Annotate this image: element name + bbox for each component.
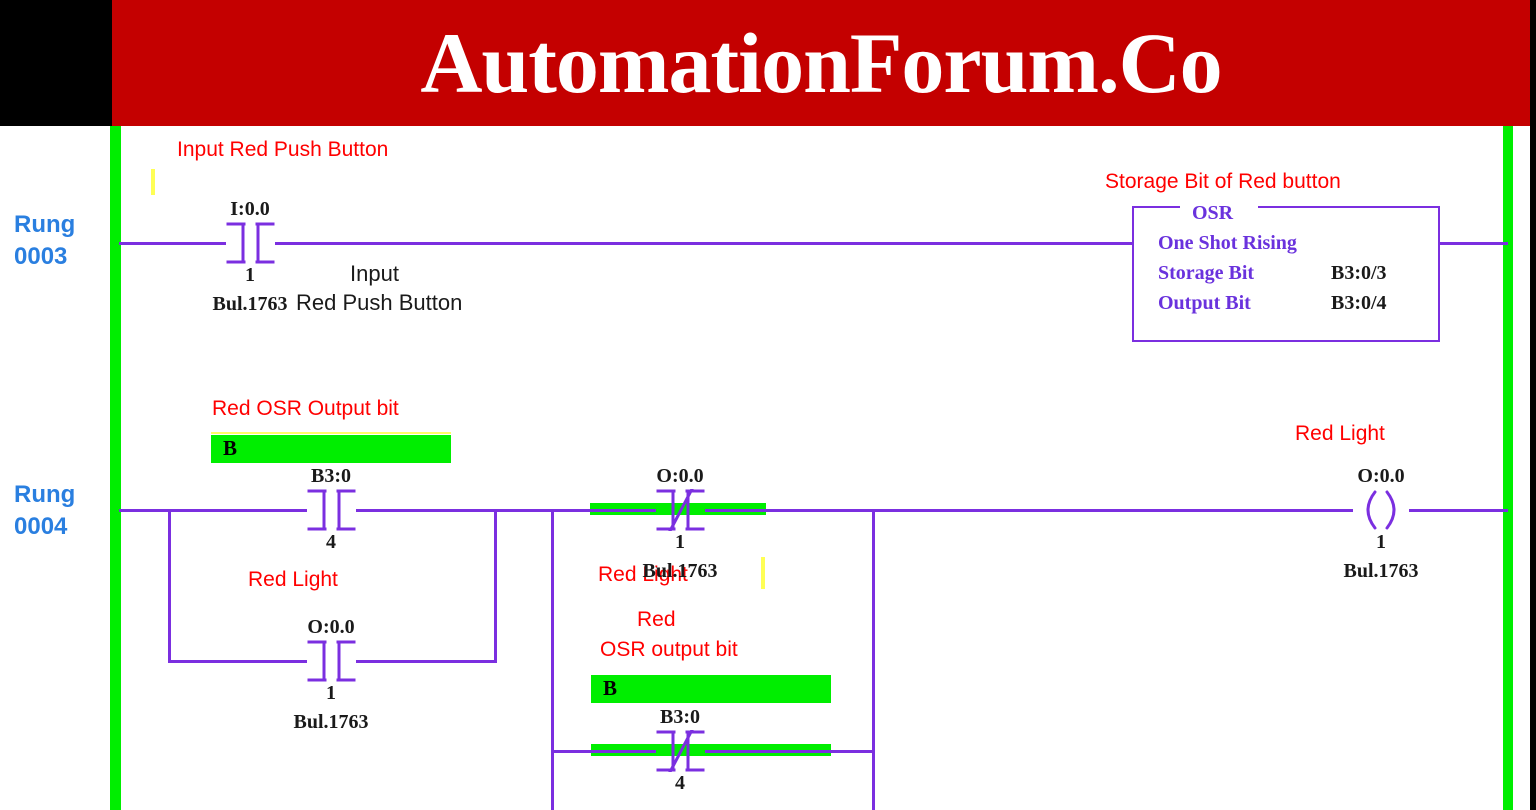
rung-0004-upper-left-wire-a — [168, 509, 307, 512]
ladder-diagram-canvas: Rung 0003 Input Red Push Button Storage … — [0, 126, 1530, 810]
rung-0004-branch-left-vertical-close — [494, 509, 497, 663]
right-power-rail — [1503, 126, 1513, 810]
rung-0004-mid-wire-a — [551, 509, 656, 512]
contact-nc-b3-0-address: B3:0 — [660, 706, 700, 728]
osr-field-output-bit-label: Output Bit — [1158, 292, 1251, 314]
rung-0003-label-line1: Rung — [14, 211, 76, 238]
coil-o0-0-address: O:0.0 — [1357, 465, 1405, 487]
rung-0003-wire-left — [119, 242, 226, 245]
site-banner-title: AutomationForum.Co — [420, 15, 1222, 111]
data-bar-tick-1 — [211, 432, 451, 434]
rung-0003-wire-right — [1436, 242, 1508, 245]
rung-0004-label-line2: 0004 — [14, 513, 68, 540]
contact-nc-o0-0-address: O:0.0 — [656, 465, 704, 487]
osr-field-storage-bit-value: B3:0/3 — [1331, 262, 1387, 284]
contact-no-o0-0-bit: 1 — [326, 682, 336, 704]
coil-o0-0-module: Bul.1763 — [1343, 560, 1419, 582]
rung-0004-lower-left-wire-a — [168, 660, 307, 663]
site-banner: AutomationForum.Co — [112, 0, 1530, 126]
right-black-edge — [1530, 126, 1536, 810]
cursor-tick-icon — [151, 169, 155, 195]
contact-no-i0-0-desc-line1: Input — [350, 261, 399, 286]
coil-o0-0-bit1[interactable] — [1353, 489, 1409, 531]
contact-nc-b3-0-bit: 4 — [675, 772, 685, 794]
coil-o0-0-bit: 1 — [1376, 531, 1386, 553]
contact-nc-o0-0-bit1[interactable] — [656, 486, 705, 534]
rung-0004-upper-left-wire-b — [356, 509, 497, 512]
contact-no-i0-0-bit: 1 — [245, 264, 255, 286]
cursor-tick-icon-2 — [761, 557, 765, 589]
rung-0003-label-line2: 0003 — [14, 243, 68, 270]
rung-0004-lower-mid-wire-a — [551, 750, 656, 753]
contact-no-o0-0-address: O:0.0 — [307, 616, 355, 638]
contact-nc-b3-0-bit4[interactable] — [656, 727, 705, 775]
contact-no-b3-0-address: B3:0 — [311, 465, 351, 487]
rung-0004-comment-osr-output-bit: OSR output bit — [600, 638, 738, 661]
rung-0004-wire-to-coil — [872, 509, 1353, 512]
contact-no-o0-0-module: Bul.1763 — [293, 711, 369, 733]
contact-no-b3-0-bit4[interactable] — [307, 489, 356, 531]
contact-no-i0-0-desc-line2: Red Push Button — [296, 290, 463, 315]
osr-field-output-bit-value: B3:0/4 — [1331, 292, 1387, 314]
contact-no-o0-0-bit1[interactable] — [307, 640, 356, 682]
rung-0004-comment-red-light-output: Red Light — [1295, 422, 1385, 445]
rung-0004-mid-wire-b — [705, 509, 875, 512]
osr-field-storage-bit-label: Storage Bit — [1158, 262, 1255, 284]
data-bar-b-1: B — [211, 435, 451, 463]
rung-0003-wire-middle — [275, 242, 1132, 245]
osr-title-gap — [1180, 200, 1258, 214]
rung-0004-branch-mid-vertical-open — [551, 509, 554, 810]
contact-no-b3-0-bit: 4 — [326, 531, 336, 553]
rung-0004-comment-red: Red — [637, 608, 676, 631]
rung-0004-wire-between-branches — [494, 509, 554, 512]
contact-nc-o0-0-module: Bul.1763 — [642, 560, 718, 582]
rung-0004-comment-red-light-mid: Red Light — [598, 563, 688, 586]
power-flow-band-mid — [590, 503, 766, 515]
rung-0004-label-line1: Rung — [14, 481, 76, 508]
rung-0003-comment-input-red-push-button: Input Red Push Button — [177, 138, 389, 161]
contact-no-i0-0-module: Bul.1763 — [212, 293, 288, 315]
osr-title: OSR — [1192, 202, 1234, 224]
rung-0004-branch-left-vertical-open — [168, 509, 171, 663]
rung-0003-comment-storage-bit: Storage Bit of Red button — [1105, 170, 1341, 193]
contact-no-i0-0-address: I:0.0 — [230, 198, 270, 220]
osr-subtitle: One Shot Rising — [1158, 232, 1297, 254]
rung-0004-wire-coil-to-rail — [1409, 509, 1508, 512]
left-power-rail — [110, 126, 121, 810]
rung-0004-comment-red-osr-output-bit: Red OSR Output bit — [212, 397, 399, 420]
rung-0004-branch-mid-vertical-close — [872, 509, 875, 810]
data-bar-b-2: B — [591, 675, 831, 703]
contact-no-i0-0[interactable] — [226, 222, 275, 264]
rung-0004-lower-mid-wire-b — [705, 750, 875, 753]
rung-0004-comment-red-light-left: Red Light — [248, 568, 338, 591]
osr-instruction-block[interactable] — [1132, 206, 1440, 342]
rung-0004-wire-from-rail — [119, 509, 171, 512]
rung-0004-lower-left-wire-b — [356, 660, 497, 663]
contact-nc-o0-0-bit: 1 — [675, 531, 685, 553]
